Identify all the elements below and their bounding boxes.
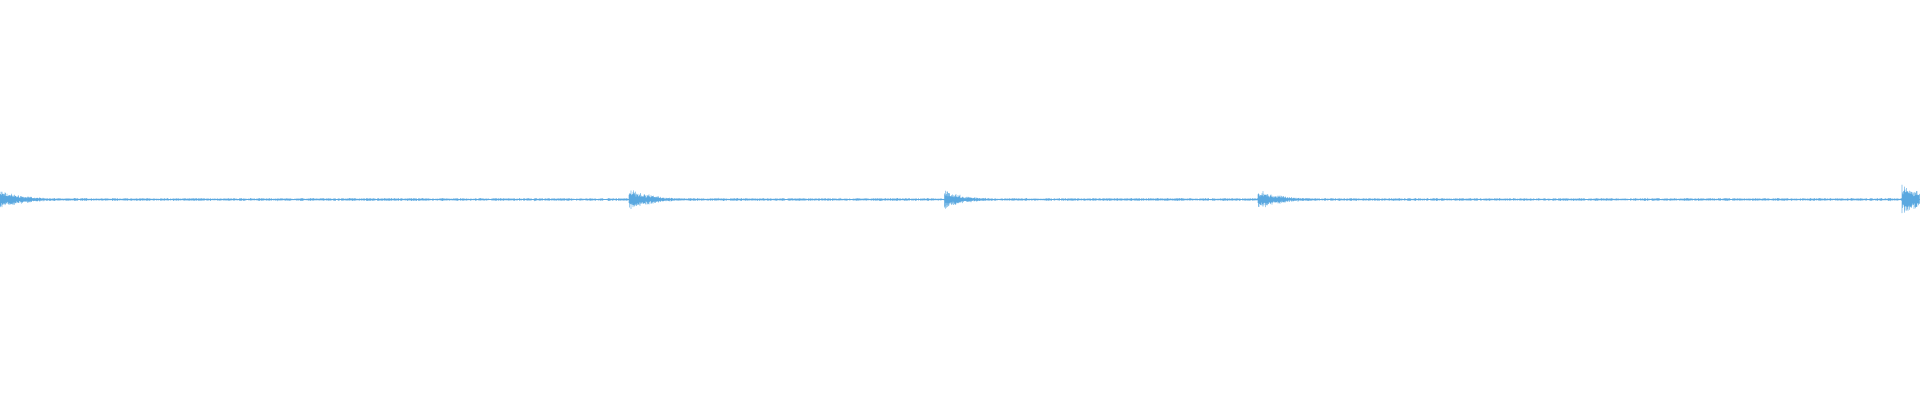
waveform-samples bbox=[0, 184, 1920, 214]
waveform-path bbox=[0, 184, 1920, 214]
